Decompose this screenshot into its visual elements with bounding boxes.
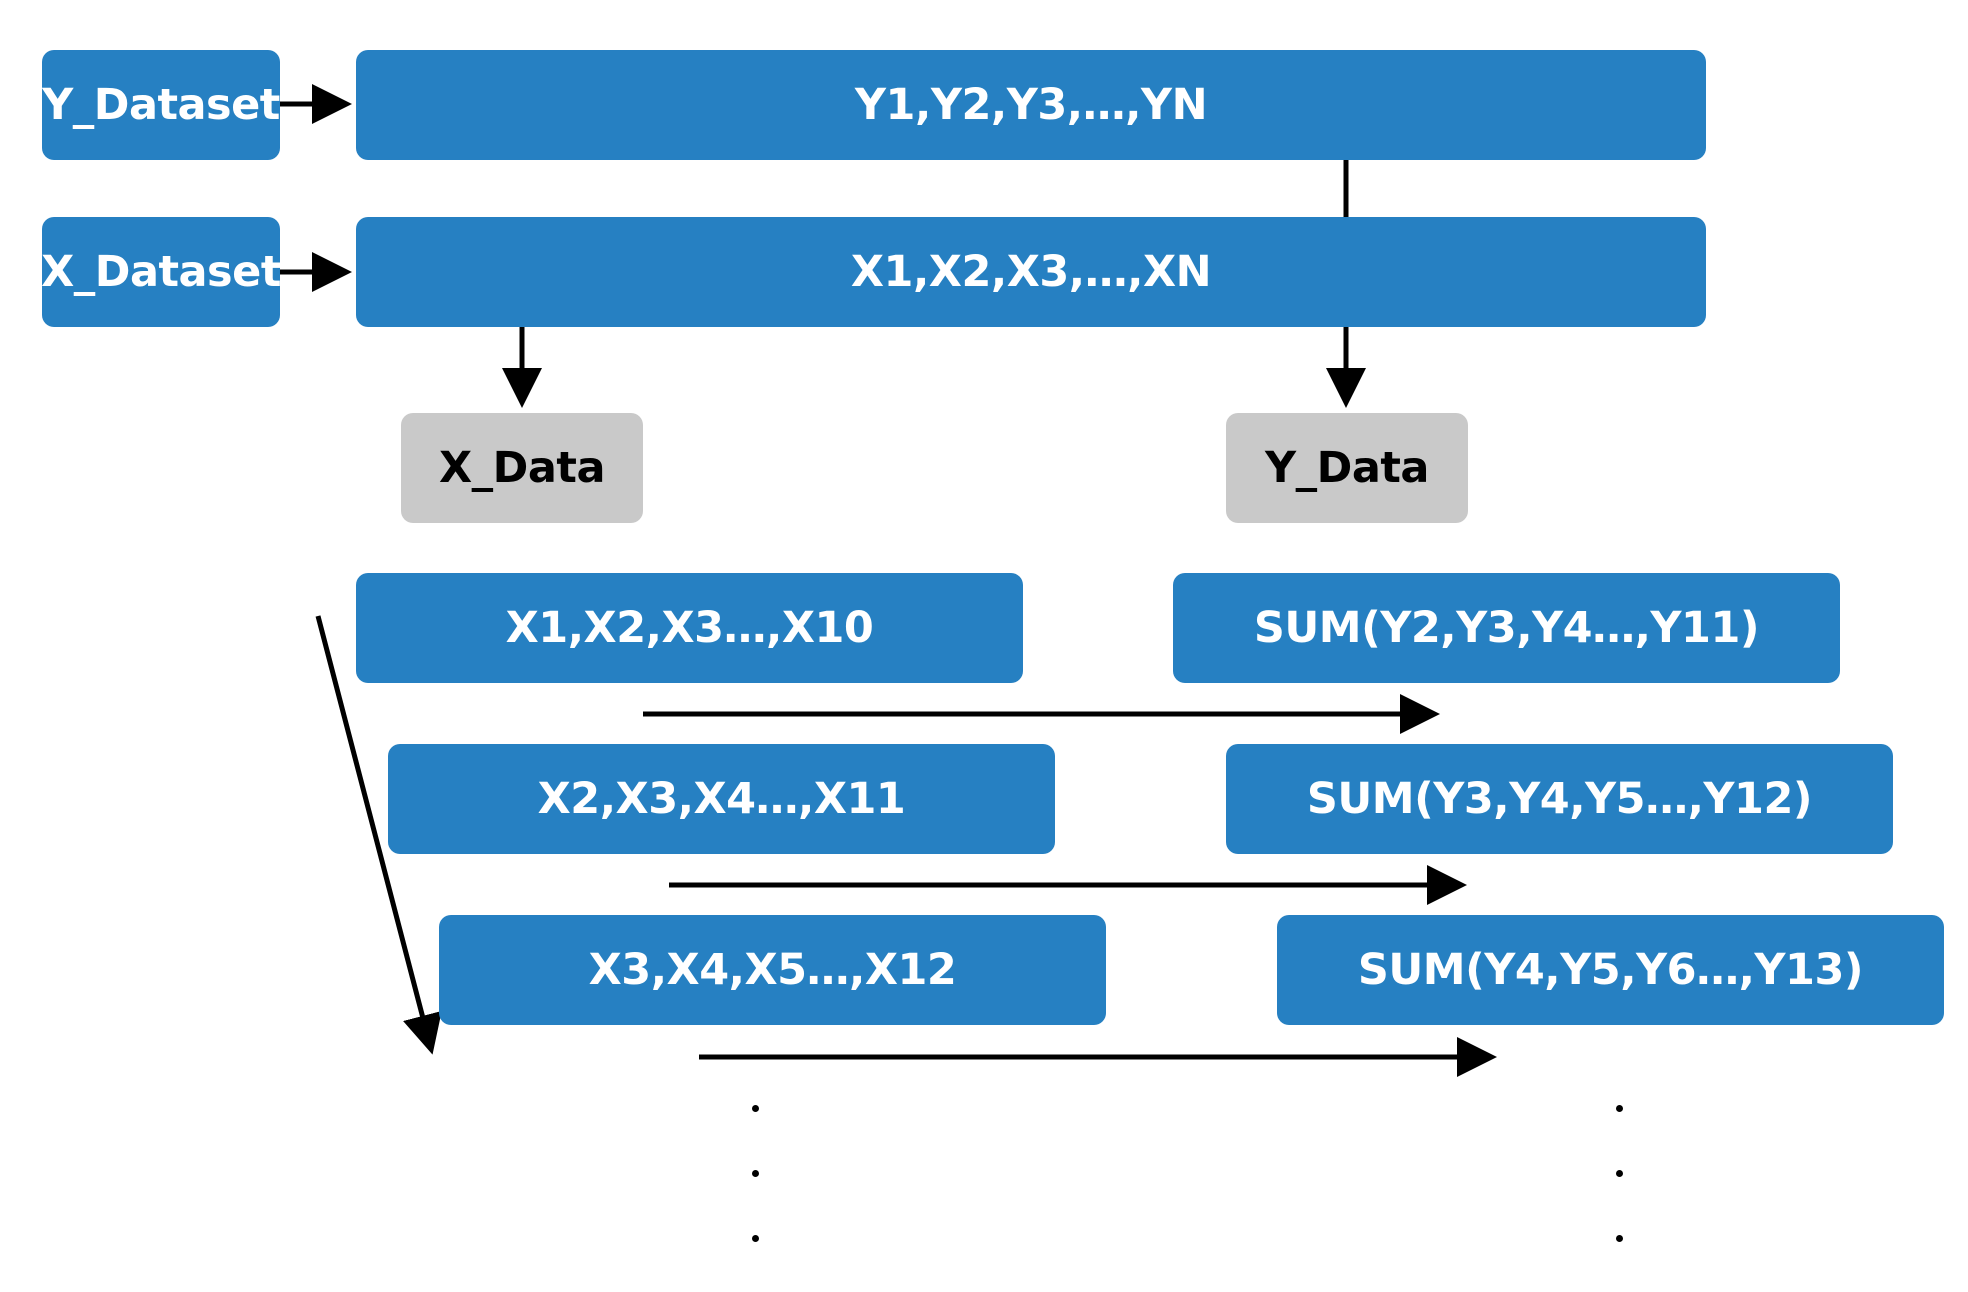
continuation-dot-left-2	[752, 1170, 759, 1177]
y-data-box: Y_Data	[1226, 413, 1468, 523]
x-window-2: X2,X3,X4…,X11	[388, 744, 1055, 854]
y-sum-1: SUM(Y2,Y3,Y4…,Y11)	[1173, 573, 1840, 683]
y-dataset-box: Y_Dataset	[42, 50, 280, 160]
continuation-dot-left-1	[752, 1105, 759, 1112]
y-sum-2: SUM(Y3,Y4,Y5…,Y12)	[1226, 744, 1893, 854]
continuation-dot-right-3	[1616, 1235, 1623, 1242]
x-window-1: X1,X2,X3…,X10	[356, 573, 1023, 683]
y-sequence-box: Y1,Y2,Y3,…,YN	[356, 50, 1706, 160]
x-data-box: X_Data	[401, 413, 643, 523]
x-sequence-box: X1,X2,X3,…,XN	[356, 217, 1706, 327]
x-window-3: X3,X4,X5…,X12	[439, 915, 1106, 1025]
continuation-dot-right-1	[1616, 1105, 1623, 1112]
arrow-sliding-window	[315, 615, 442, 1055]
x-dataset-box: X_Dataset	[41, 217, 281, 327]
continuation-dot-right-2	[1616, 1170, 1623, 1177]
continuation-dot-left-3	[752, 1235, 759, 1242]
y-sum-3: SUM(Y4,Y5,Y6…,Y13)	[1277, 915, 1944, 1025]
